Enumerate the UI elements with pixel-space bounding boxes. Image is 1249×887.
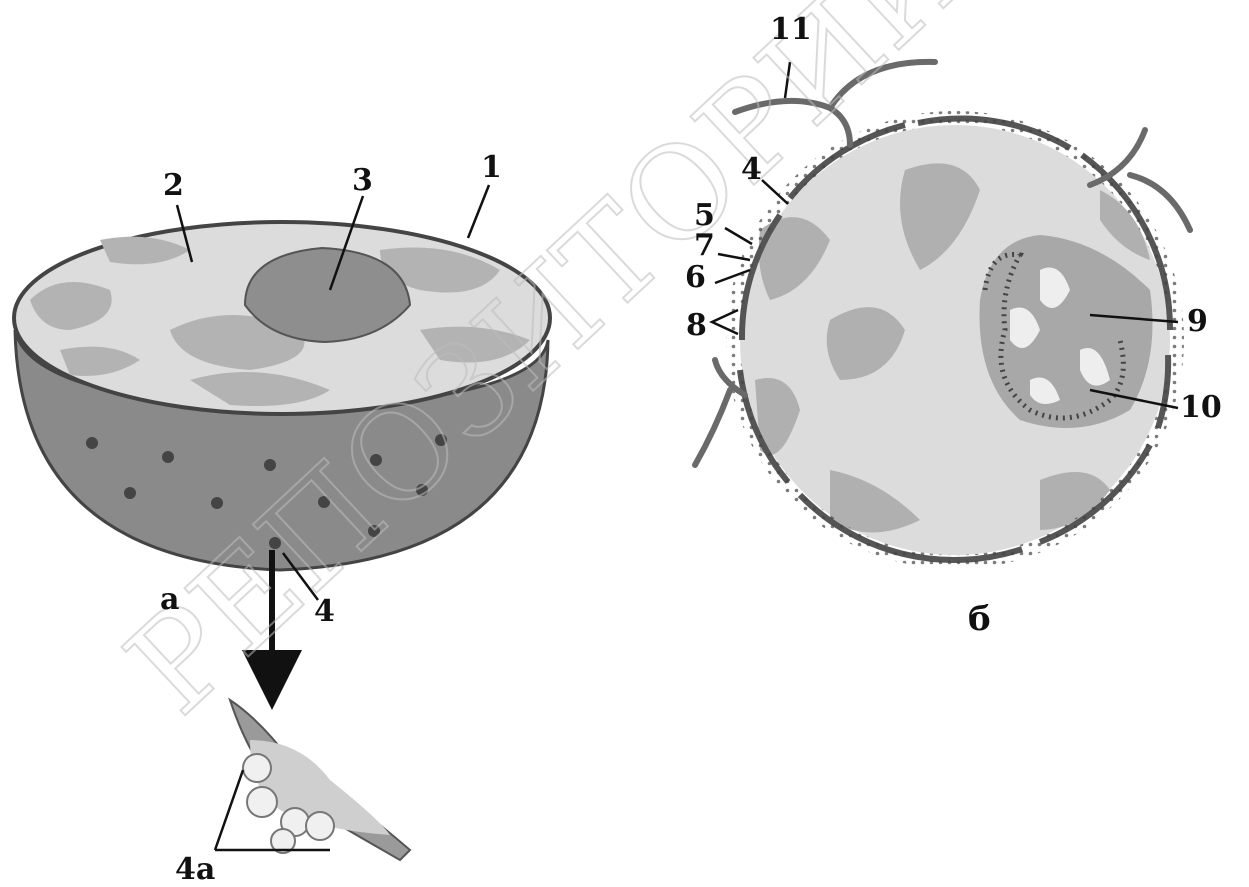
label-4: 4 <box>314 597 335 627</box>
label-b-10: 10 <box>1180 393 1222 423</box>
label-b-5: 5 <box>694 201 715 231</box>
label-4a: 4а <box>175 855 215 885</box>
label-b-11: 11 <box>770 15 812 45</box>
label-b-4: 4 <box>741 155 762 185</box>
panel-a-nucleus <box>14 185 550 860</box>
label-3: 3 <box>352 166 373 196</box>
label-b-9: 9 <box>1187 307 1208 337</box>
label-b-6: 6 <box>685 263 706 293</box>
caption-b: б <box>968 602 991 636</box>
pore-complex-detail <box>215 700 410 860</box>
panel-b-nucleus <box>695 62 1190 562</box>
label-b-8: 8 <box>686 311 707 341</box>
label-b-7: 7 <box>694 231 715 261</box>
label-1: 1 <box>481 153 502 183</box>
caption-a: а <box>160 585 179 615</box>
label-2: 2 <box>163 171 184 201</box>
